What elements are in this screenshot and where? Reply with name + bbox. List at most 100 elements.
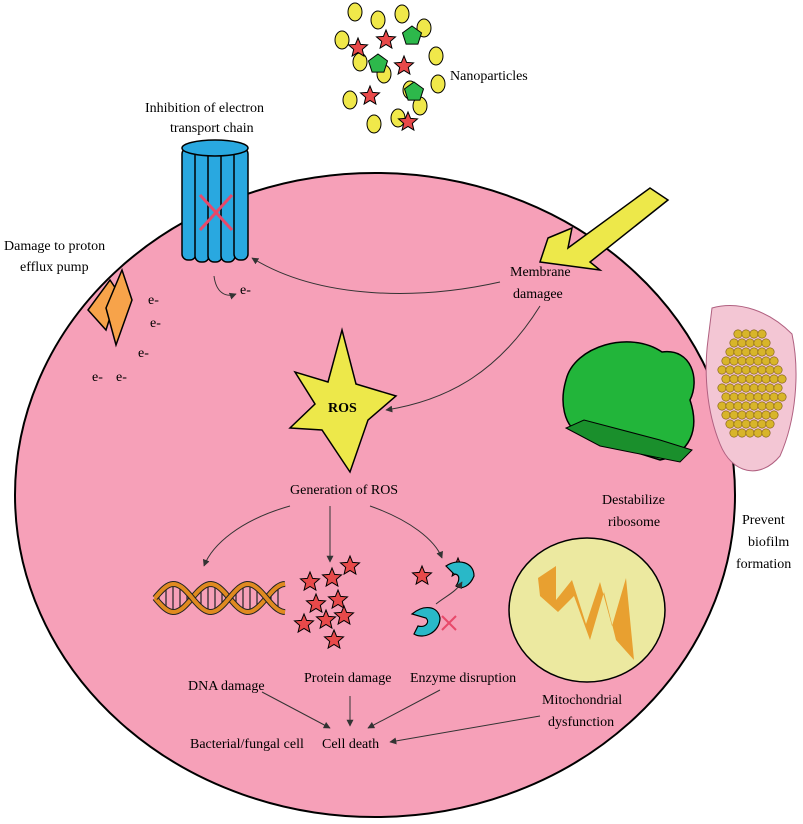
- biofilm-cell: [777, 392, 787, 402]
- biofilm-cell: [725, 419, 735, 429]
- arrow-ros-to-dna: [202, 505, 291, 567]
- biofilm-cell: [761, 374, 771, 384]
- electron-6: e-: [116, 370, 127, 385]
- biofilm-cell: [753, 392, 763, 402]
- biofilm-cell: [749, 383, 759, 393]
- biofilm-cell: [769, 392, 779, 402]
- biofilm-label-line1: Prevent: [742, 513, 785, 528]
- biofilm-cell: [761, 428, 771, 438]
- nanoparticle-circle: [334, 30, 350, 50]
- mito-label-line1: Mitochondrial: [542, 693, 622, 708]
- arrow-membrane-to-etc: [251, 257, 501, 294]
- biofilm-cell: [753, 428, 763, 438]
- biofilm-cell: [737, 338, 747, 348]
- enzyme-disruption-icon: [410, 556, 475, 637]
- nanoparticle-circle: [366, 114, 382, 134]
- nanoparticle-star: [397, 110, 419, 132]
- biofilm-cell: [741, 401, 751, 411]
- membrane-label-line1: Membrane: [510, 265, 571, 280]
- electron-5: e-: [92, 370, 103, 385]
- biofilm-cell: [741, 347, 751, 357]
- biofilm-cell: [725, 365, 735, 375]
- biofilm-cell: [769, 374, 779, 384]
- nanoparticle-star: [393, 54, 415, 76]
- biofilm-cell: [745, 410, 755, 420]
- biofilm-cell: [757, 383, 767, 393]
- biofilm-cell: [717, 365, 727, 375]
- nanoparticle-circle: [394, 4, 410, 24]
- biofilm-cell: [765, 383, 775, 393]
- biofilm-cell: [757, 419, 767, 429]
- electrons: e- e- e- e- e- e-: [92, 283, 251, 385]
- enzyme-disruption-label: Enzyme disruption: [410, 671, 516, 686]
- electron-transport-channel: [181, 139, 249, 263]
- biofilm-cell: [741, 365, 751, 375]
- biofilm-cell: [773, 365, 783, 375]
- protein-star: [315, 608, 337, 630]
- dna-damage-label: DNA damage: [188, 679, 265, 694]
- biofilm-cell: [777, 374, 787, 384]
- proton-label-line1: Damage to proton: [4, 239, 105, 254]
- biofilm-cell: [729, 392, 739, 402]
- ribosome-label-line2: ribosome: [608, 515, 660, 530]
- protein-star: [293, 612, 315, 634]
- biofilm-cell: [753, 410, 763, 420]
- arrow-etc-to-electron: [213, 275, 237, 300]
- biofilm-cell: [721, 392, 731, 402]
- nanoparticle-circle: [352, 52, 368, 72]
- protein-damage-stars: [293, 554, 361, 650]
- biofilm-cell: [741, 329, 751, 339]
- biofilm-cell: [741, 419, 751, 429]
- biofilm-cell: [741, 383, 751, 393]
- nanoparticle-star: [347, 36, 369, 58]
- proton-label-line2: efflux pump: [20, 260, 89, 275]
- biofilm-cell: [733, 419, 743, 429]
- ribosome-label-line1: Destabilize: [602, 493, 665, 508]
- arrow-membrane-to-ros: [385, 305, 541, 413]
- biofilm-cell: [729, 374, 739, 384]
- biofilm-cell: [745, 338, 755, 348]
- electron-3: e-: [150, 316, 161, 331]
- nanoparticle-circle: [370, 10, 386, 30]
- arrow-enzyme-to-death: [367, 689, 441, 729]
- nanoparticle-circle: [428, 46, 444, 66]
- nanoparticles-cluster: [334, 2, 446, 134]
- protein-star: [323, 628, 345, 650]
- biofilm-cell: [737, 392, 747, 402]
- ros-star-icon: [288, 327, 398, 474]
- biofilm-cell: [721, 410, 731, 420]
- biofilm-cell: [733, 401, 743, 411]
- biofilm-cell: [733, 365, 743, 375]
- biofilm-cell: [733, 329, 743, 339]
- biofilm-cell: [761, 410, 771, 420]
- mito-label-line2: dysfunction: [548, 715, 614, 730]
- biofilm-cell: [749, 419, 759, 429]
- biofilm-cell: [717, 383, 727, 393]
- biofilm-cell: [761, 392, 771, 402]
- biofilm-cell: [733, 383, 743, 393]
- electron-1: e-: [240, 283, 251, 298]
- biofilm-cell: [733, 347, 743, 357]
- biofilm-cell: [745, 428, 755, 438]
- protein-star: [321, 566, 343, 588]
- biofilm-cell: [729, 356, 739, 366]
- biofilm-cell: [757, 329, 767, 339]
- etc-label-line2: transport chain: [170, 121, 254, 136]
- biofilm-cell: [757, 365, 767, 375]
- electron-4: e-: [138, 346, 149, 361]
- biofilm-cell: [717, 401, 727, 411]
- biofilm-label-line2: biofilm: [748, 535, 789, 550]
- biofilm-cell: [721, 374, 731, 384]
- cell-type-label: Bacterial/fungal cell: [190, 737, 304, 752]
- biofilm-cell: [761, 338, 771, 348]
- etc-label-line1: Inhibition of electron: [145, 101, 264, 116]
- biofilm-cell: [765, 419, 775, 429]
- nanoparticle-pentagon: [401, 25, 423, 45]
- biofilm-cell: [765, 365, 775, 375]
- biofilm-cell: [753, 338, 763, 348]
- ros-label: ROS: [328, 401, 357, 416]
- biofilm-cell: [737, 428, 747, 438]
- biofilm-cell: [737, 374, 747, 384]
- biofilm-cell: [725, 401, 735, 411]
